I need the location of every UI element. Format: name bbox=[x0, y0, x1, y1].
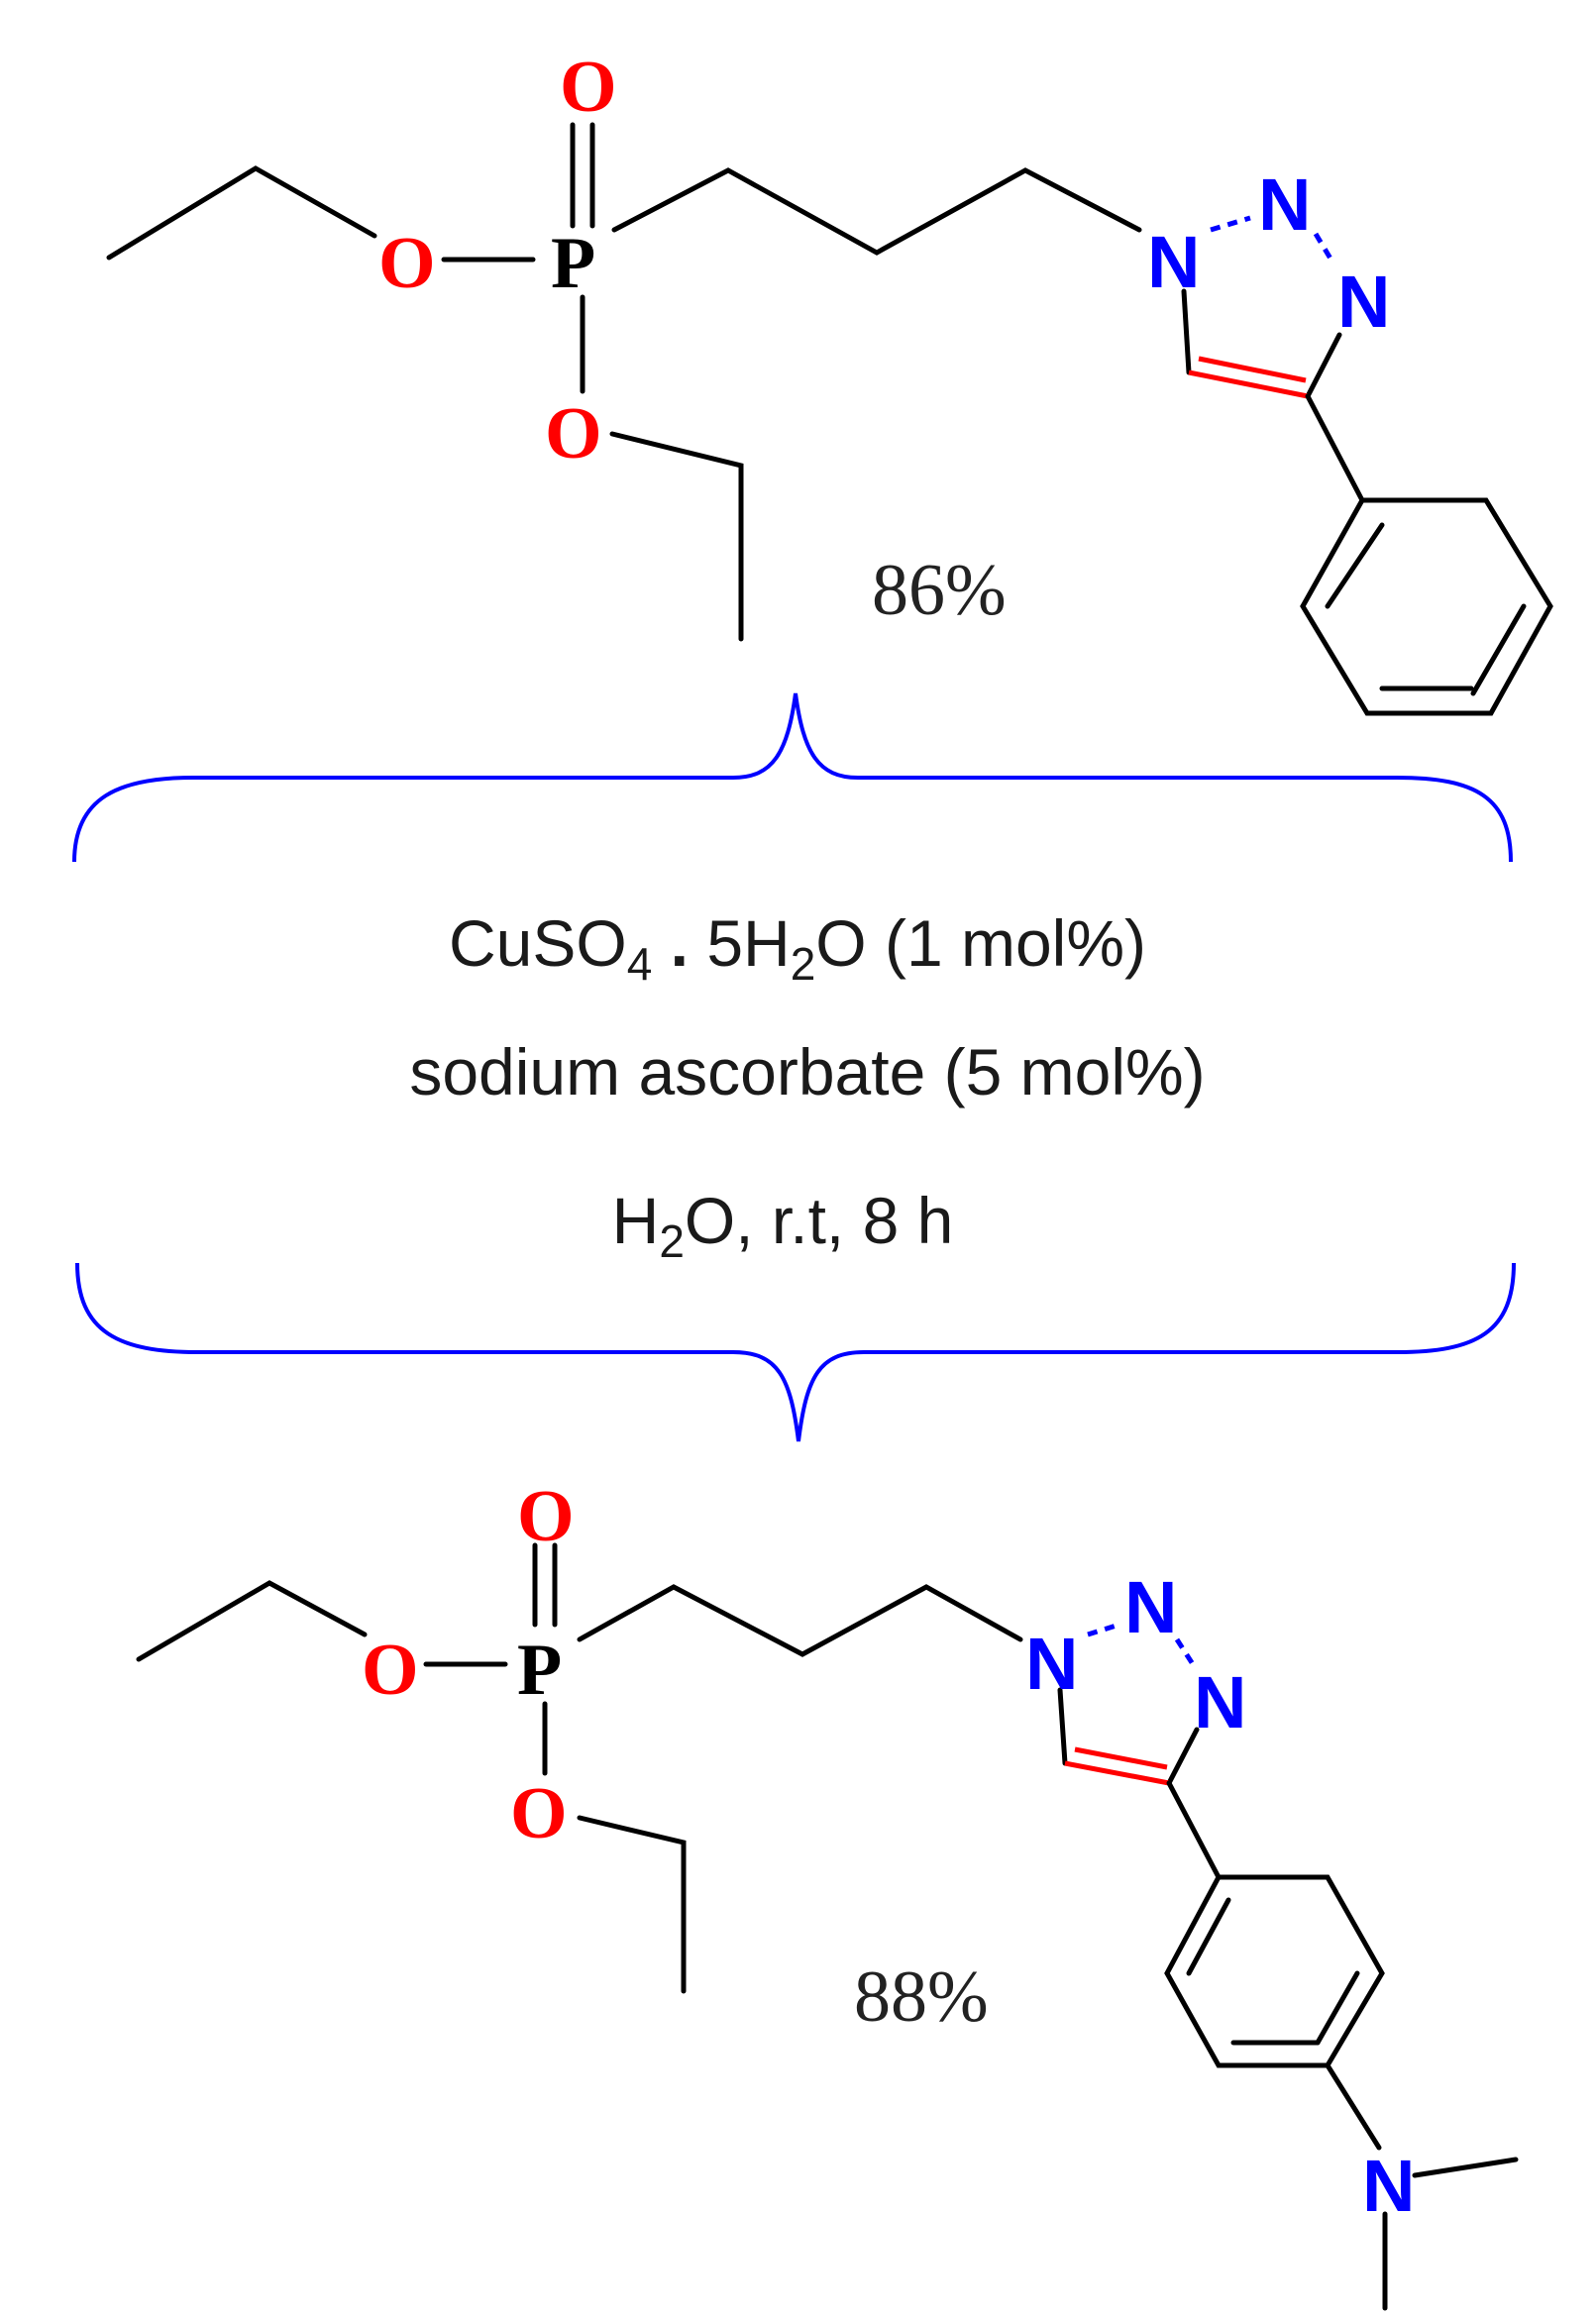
atom-o-top-2: O bbox=[517, 1476, 575, 1557]
bond-n1-n2 bbox=[1210, 215, 1251, 233]
atom-n1-2: N bbox=[1025, 1623, 1078, 1705]
atom-n3-2: N bbox=[1194, 1661, 1246, 1743]
phenyl-ring bbox=[1300, 497, 1553, 716]
bond-n-methyl-1 bbox=[1412, 2157, 1519, 2178]
condition-solvent: H2O, r.t, 8 h bbox=[612, 1184, 954, 1267]
bond-n3-c4-2 bbox=[1166, 1727, 1200, 1786]
atom-n3: N bbox=[1337, 261, 1390, 343]
bond-c4-c5-2 bbox=[1064, 1760, 1170, 1786]
ethyl-chain-lower bbox=[609, 431, 744, 642]
condition-catalyst: CuSO4 . 5H2O (1 mol%) bbox=[449, 906, 1146, 990]
atom-n2-2: N bbox=[1124, 1566, 1177, 1648]
atom-o-top: O bbox=[560, 47, 617, 128]
atom-o-lower: O bbox=[545, 393, 602, 475]
bond-c4-c5 bbox=[1188, 369, 1309, 399]
bond-triazole-aryl-2 bbox=[1166, 1780, 1222, 1880]
atom-o-left-2: O bbox=[362, 1630, 419, 1711]
atom-o-lower-2: O bbox=[510, 1773, 568, 1854]
ethyl-chain-lower-2 bbox=[577, 1815, 687, 1994]
bond-n2-n3-a bbox=[1313, 232, 1336, 265]
bond-n1-c5 bbox=[1181, 288, 1192, 375]
aryl-inner-1 bbox=[1186, 1897, 1231, 1976]
bond-aryl-n bbox=[1325, 2062, 1382, 2151]
propyl-chain-2 bbox=[577, 1584, 1023, 1657]
bond-n1-n2-2 bbox=[1087, 1622, 1120, 1637]
atom-o-left: O bbox=[378, 223, 436, 304]
yield-product-2: 88% bbox=[854, 1956, 989, 2038]
atom-n-dimethylamino: N bbox=[1362, 2145, 1415, 2227]
bond-n1-c5-2 bbox=[1057, 1687, 1068, 1766]
bond-c4-c5-double bbox=[1198, 356, 1307, 383]
bond-n2-n3-2 bbox=[1174, 1637, 1196, 1666]
yield-product-1: 86% bbox=[872, 550, 1007, 631]
phenyl-inner-1 bbox=[1325, 522, 1385, 609]
top-brace bbox=[72, 692, 1513, 863]
ethyl-chain-left bbox=[106, 165, 377, 261]
bond-n3-c4 bbox=[1305, 332, 1342, 399]
bottom-brace bbox=[75, 1262, 1516, 1442]
ethyl-chain-left-2 bbox=[136, 1580, 368, 1662]
product-1-structure: O O P O N N N 86% bbox=[106, 47, 1553, 716]
atom-p: P bbox=[551, 223, 595, 304]
atom-n1: N bbox=[1147, 221, 1200, 303]
aryl-inner-2 bbox=[1315, 1970, 1360, 2046]
bond-triazole-phenyl bbox=[1305, 393, 1365, 503]
atom-n2: N bbox=[1258, 163, 1311, 246]
phenyl-inner-2 bbox=[1470, 603, 1527, 696]
aryl-ring-2 bbox=[1164, 1874, 1385, 2068]
bond-c4-c5-double-2 bbox=[1074, 1746, 1168, 1770]
propyl-chain bbox=[611, 167, 1142, 256]
atom-p-2: P bbox=[517, 1630, 562, 1711]
condition-reductant: sodium ascorbate (5 mol%) bbox=[409, 1035, 1205, 1108]
product-2-structure: O O P O N N N N 88% bbox=[136, 1476, 1519, 2311]
